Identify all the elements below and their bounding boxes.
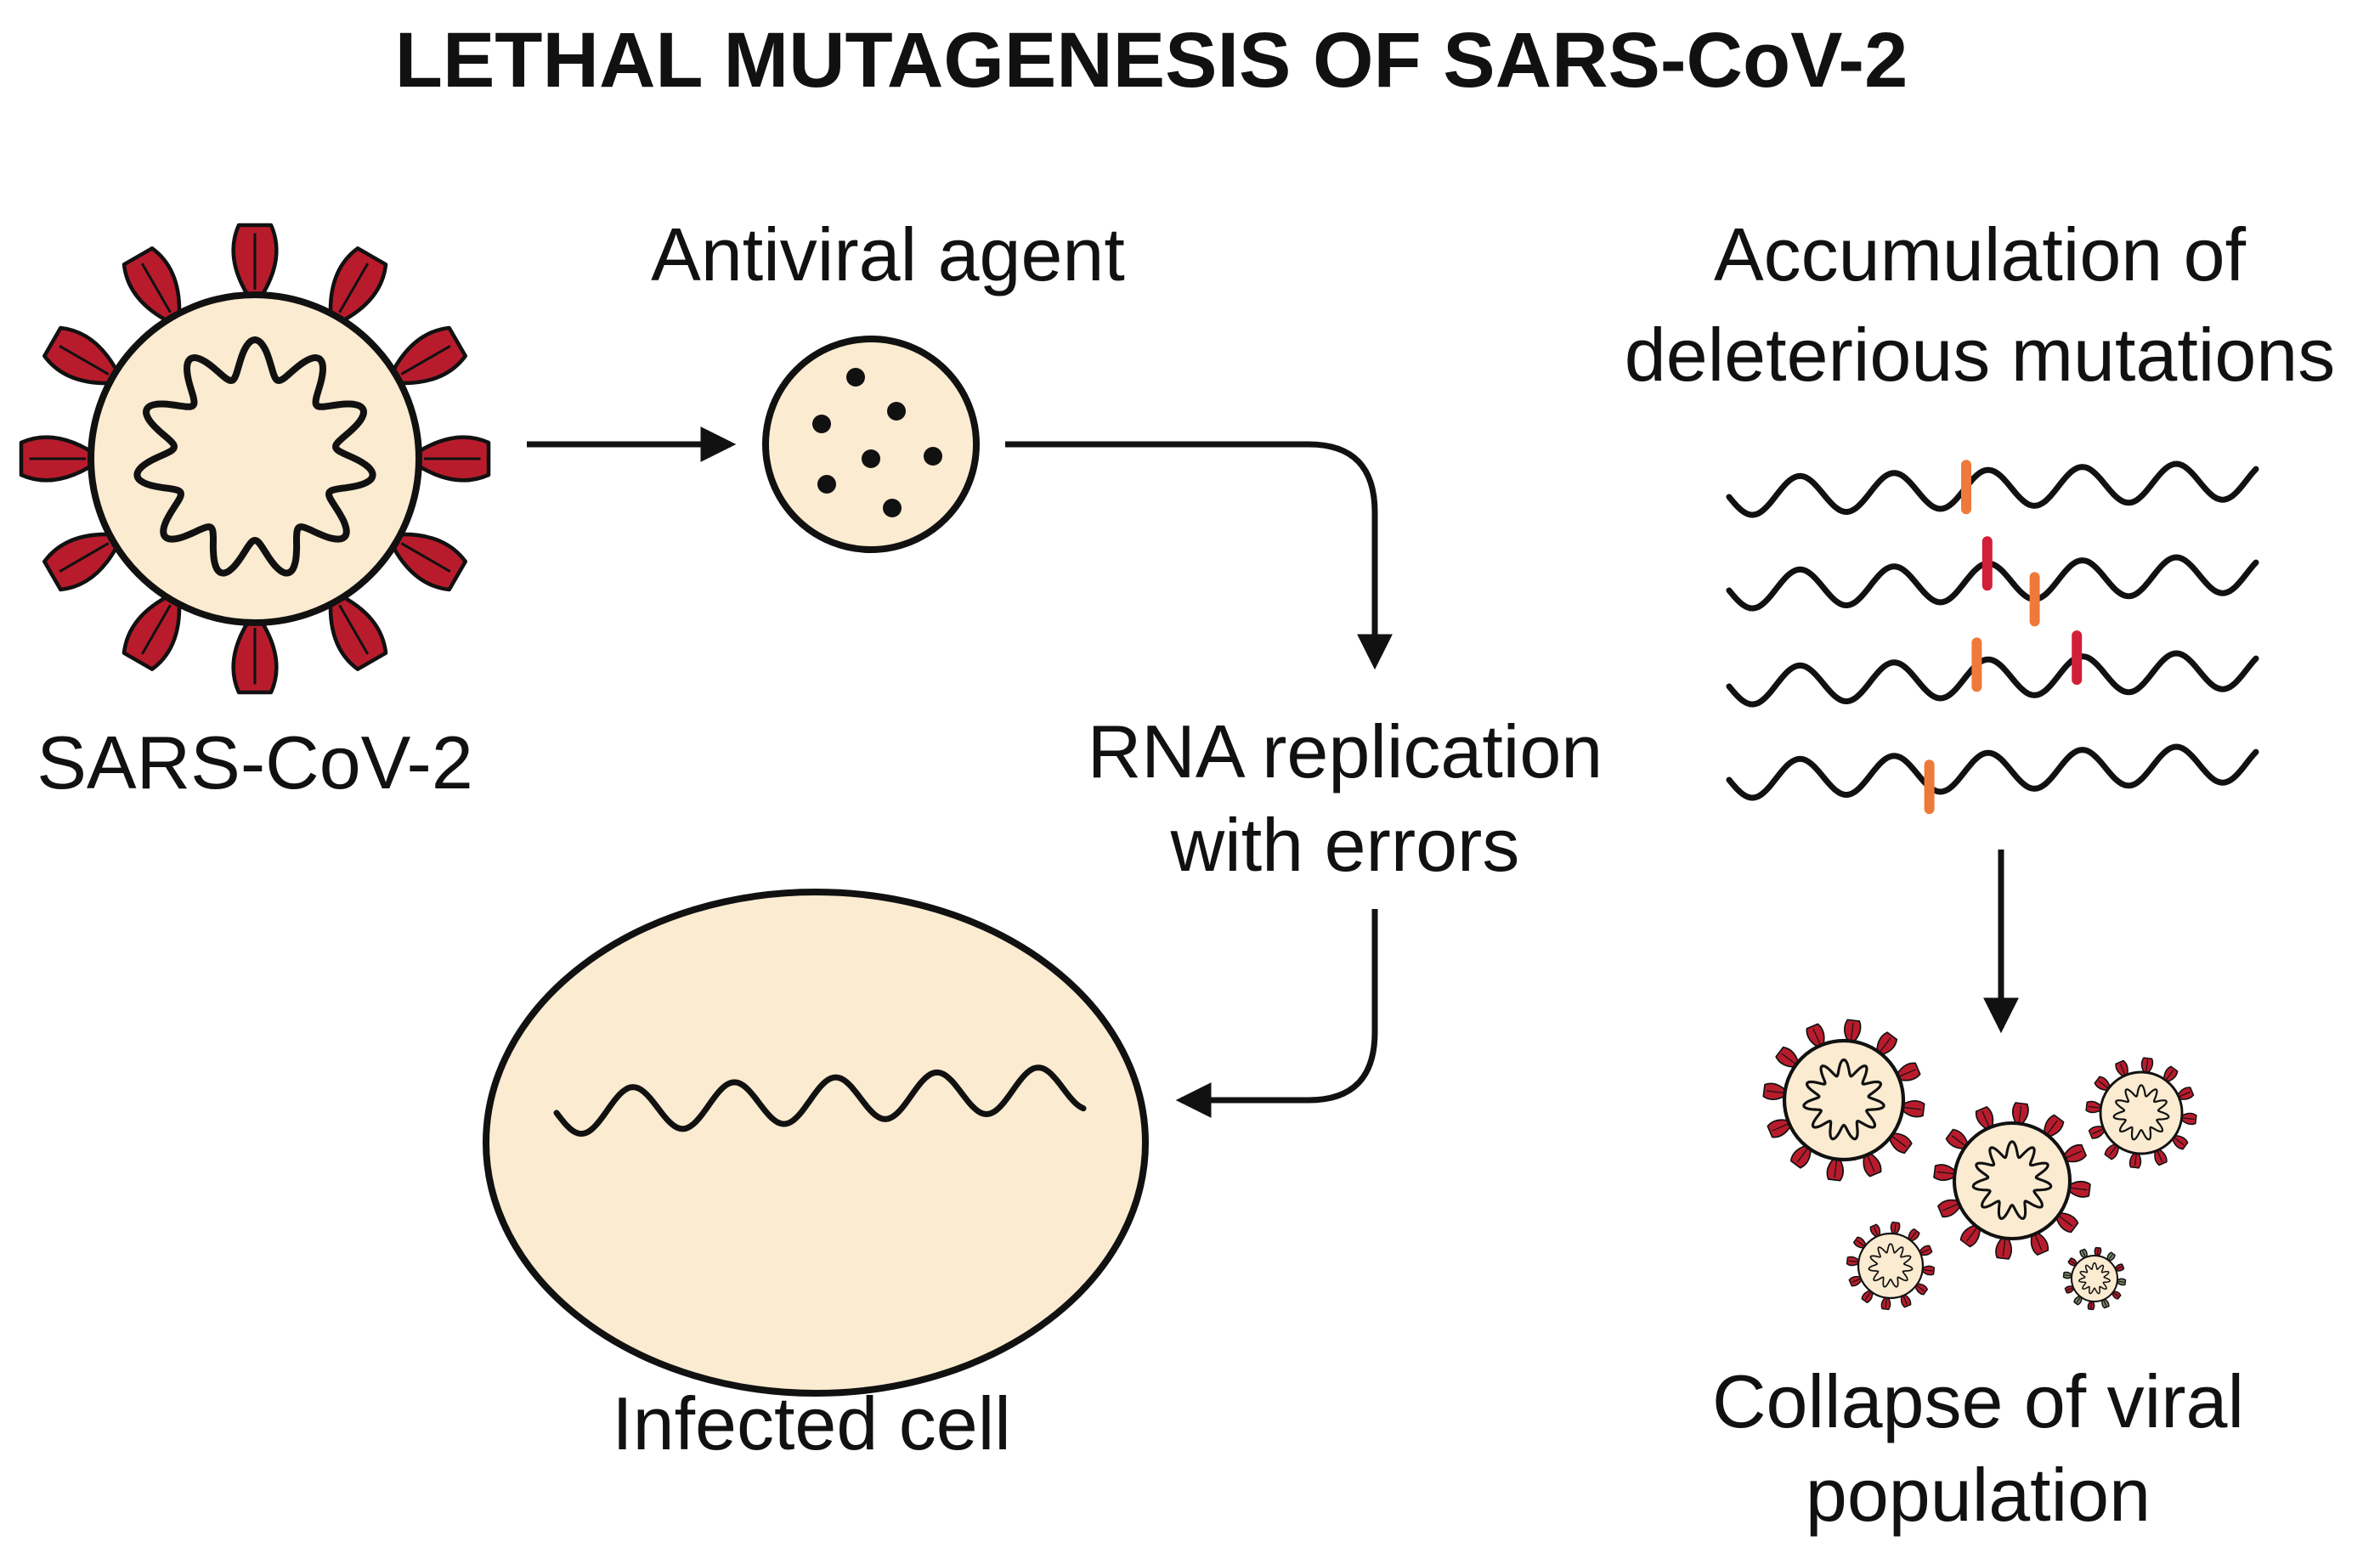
page-title: LETHAL MUTAGENESIS OF SARS-CoV-2 — [395, 17, 1908, 104]
infected-cell-icon — [483, 889, 1149, 1397]
small-virus-icon — [1933, 1102, 2091, 1260]
replication-label-line1: RNA replication — [1088, 709, 1603, 793]
arrow-to-replication — [1005, 441, 1393, 670]
spike-protein — [1897, 1100, 1925, 1118]
rna-strand — [1726, 460, 2259, 518]
spike-protein — [42, 325, 125, 386]
rna-strand — [1726, 650, 2259, 708]
spike-proteins — [19, 223, 491, 695]
spike-protein — [385, 325, 467, 386]
infected-cell-body — [483, 889, 1149, 1397]
accumulation-label-line1: Accumulation of — [1714, 212, 2247, 296]
spike-protein — [122, 589, 182, 671]
rna-strand — [1726, 554, 2259, 612]
collapsing-virus-population — [1762, 1019, 2197, 1311]
sars-cov-2-virus-icon — [19, 223, 491, 695]
arrow-to-infected-cell — [1175, 909, 1378, 1118]
antiviral-agent-icon — [762, 336, 980, 553]
collapse-label-line1: Collapse of viral — [1712, 1359, 2244, 1443]
virus-label: SARS-CoV-2 — [37, 720, 473, 805]
collapse-label-line2: population — [1806, 1453, 2151, 1537]
spike-protein — [42, 532, 125, 592]
spike-protein — [122, 246, 182, 329]
spike-protein — [1844, 1019, 1862, 1047]
infected-cell-label: Infected cell — [612, 1381, 1011, 1465]
viral-rna-loop — [133, 336, 376, 577]
spike-protein — [328, 246, 388, 329]
rna-strand — [1726, 743, 2259, 801]
spike-protein — [328, 589, 388, 671]
spike-protein — [1762, 1082, 1790, 1100]
small-virus-icon — [1846, 1221, 1936, 1311]
cell-rna-strand — [553, 1064, 1087, 1138]
replication-label-line2: with errors — [1170, 803, 1520, 887]
small-virus-icon — [2085, 1057, 2197, 1169]
spike-protein — [1826, 1154, 1844, 1182]
small-virus-icon — [1762, 1019, 1925, 1182]
accumulation-label-line2: deleterious mutations — [1625, 313, 2335, 397]
antiviral-label: Antiviral agent — [651, 212, 1125, 296]
mutated-rna-strands — [1726, 460, 2259, 815]
antiviral-particle — [762, 336, 980, 553]
spike-protein — [385, 532, 467, 592]
small-virus-icon — [2062, 1246, 2127, 1311]
virus-capsule — [88, 291, 422, 626]
